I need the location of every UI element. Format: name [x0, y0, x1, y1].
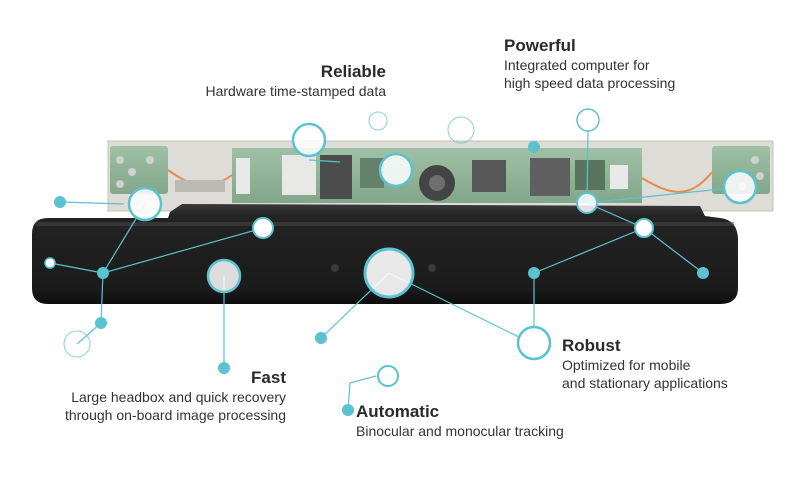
feature-fast: Fast Large headbox and quick recovery th…: [20, 368, 286, 424]
faint-rings: [63, 111, 475, 358]
feature-description: high speed data processing: [504, 75, 676, 91]
feature-powerful: Powerful Integrated computer for high sp…: [504, 36, 764, 92]
feature-robust: Robust Optimized for mobile and stationa…: [562, 336, 782, 392]
feature-description: Large headbox and quick recovery: [71, 389, 286, 405]
feature-description: Integrated computer for: [504, 57, 650, 73]
feature-description: through on-board image processing: [64, 407, 286, 423]
feature-description: Hardware time-stamped data: [205, 83, 386, 99]
ring-nodes: [127, 108, 758, 387]
feature-reliable: Reliable Hardware time-stamped data: [150, 62, 386, 100]
feature-automatic: Automatic Binocular and monocular tracki…: [356, 402, 636, 440]
feature-title: Robust: [562, 336, 621, 355]
feature-description: Binocular and monocular tracking: [356, 423, 564, 439]
feature-title: Fast: [251, 368, 286, 387]
feature-title: Automatic: [356, 402, 440, 421]
feature-title: Reliable: [320, 62, 386, 81]
feature-description: and stationary applications: [562, 375, 728, 391]
solid-dots: [54, 141, 709, 416]
circuit-board: [107, 140, 774, 212]
feature-title: Powerful: [504, 36, 576, 55]
feature-description: Optimized for mobile: [562, 357, 691, 373]
